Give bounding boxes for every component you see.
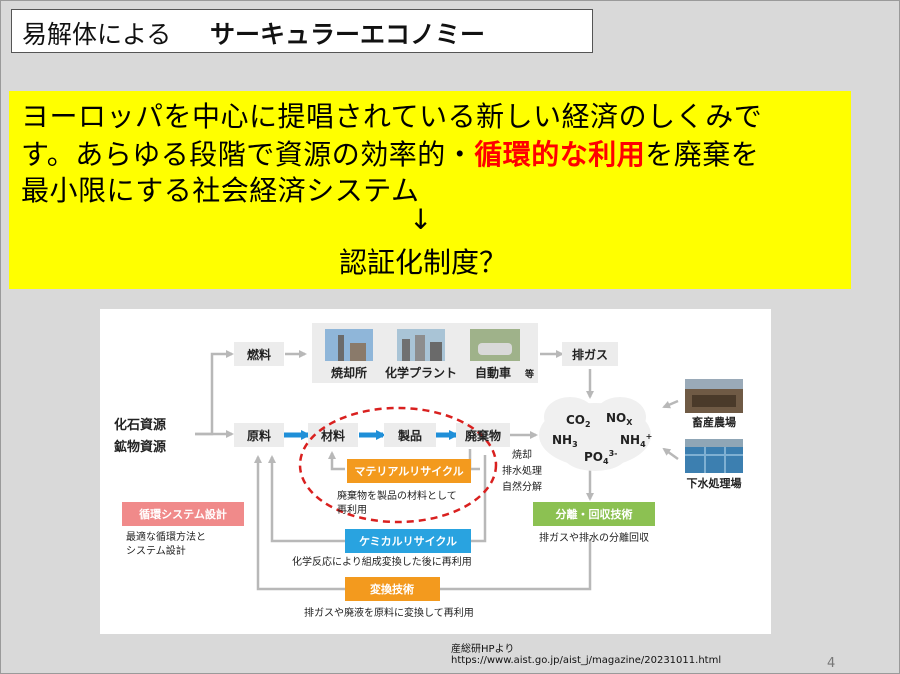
chemical-recycle-box (345, 529, 471, 553)
source-credit: 産総研HPより (451, 644, 515, 655)
slide-title: 易解体による サーキュラーエコノミー (11, 9, 593, 53)
highlight-box: ヨーロッパを中心に提唱されている新しい経済のしくみで す。あらゆる段階で資源の効… (9, 91, 851, 289)
certification-question: 認証化制度？ (339, 246, 508, 279)
conversion-box (345, 577, 440, 601)
material-recycle-box (347, 459, 471, 483)
separation-box (533, 502, 655, 526)
chemical-formulas: CO2 NOX NH3 NH4+ PO43- (552, 411, 652, 466)
formula-po4: PO43- (584, 449, 617, 466)
page-number: 4 (827, 656, 836, 671)
label-separation-desc: 排ガスや排水の分離回収 (539, 531, 649, 544)
label-car-suffix: 等 (524, 368, 534, 380)
formula-nh3: NH3 (552, 433, 578, 449)
sewage-plant-photo (685, 439, 743, 473)
label-cd-desc-1: 最適な循環方法と (126, 530, 206, 543)
label-chem-plant: 化学プラント (385, 365, 457, 380)
label-waste: 廃棄物 (465, 428, 501, 443)
label-separation: 分離・回収技術 (556, 507, 633, 521)
body-line-2-red: 循環的な利用 (474, 138, 646, 171)
body-line-3: 最小限にする社会経済システム (21, 174, 420, 207)
emission-cloud (539, 397, 651, 471)
label-mineral: 鉱物資源 (114, 439, 166, 455)
label-incinerator: 焼却所 (331, 365, 367, 380)
livestock-farm-photo (685, 379, 743, 413)
down-arrow-icon: ↓ (409, 203, 433, 236)
diagram-svg: 燃料 焼却所 化学プラント 自動車 等 排ガス 化石資源 鉱物資源 原料 材料 … (114, 323, 743, 619)
title-normal: 易解体による (22, 20, 172, 49)
label-cd-desc-2: システム設計 (126, 544, 186, 557)
body-line-1: ヨーロッパを中心に提唱されている新しい経済のしくみで (21, 100, 763, 133)
label-chemical-recycle: ケミカルリサイクル (359, 535, 457, 548)
label-raw: 原料 (247, 428, 271, 443)
label-cr-desc: 化学反応により組成変換した後に再利用 (292, 555, 472, 568)
source-url[interactable]: https://www.aist.go.jp/aist_j/magazine/2… (451, 655, 722, 666)
label-product: 製品 (397, 428, 422, 443)
formula-co2: CO2 (566, 413, 591, 429)
label-material-recycle: マテリアルリサイクル (354, 465, 463, 478)
label-natural: 自然分解 (502, 480, 542, 493)
title-bold: サーキュラーエコノミー (210, 20, 486, 49)
circular-economy-diagram: 燃料 焼却所 化学プラント 自動車 等 排ガス 化石資源 鉱物資源 原料 材料 … (100, 309, 771, 634)
label-effluent: 排水処理 (502, 464, 542, 477)
formula-nh4: NH4+ (620, 432, 652, 449)
label-fossil: 化石資源 (114, 417, 166, 433)
label-incineration: 焼却 (512, 449, 532, 461)
label-circ-design: 循環システム設計 (139, 507, 227, 521)
label-conversion: 変換技術 (370, 582, 414, 596)
label-fuel: 燃料 (247, 347, 271, 362)
label-exhaust: 排ガス (572, 347, 608, 362)
body-line-2: す。あらゆる段階で資源の効率的・循環的な利用を廃棄を (21, 133, 759, 173)
label-sewage: 下水処理場 (687, 476, 742, 490)
label-car: 自動車 (475, 365, 511, 380)
label-conv-desc: 排ガスや廃液を原料に変換して再利用 (304, 606, 474, 619)
body-line-2-b: を廃棄を (645, 138, 760, 171)
label-livestock: 畜産農場 (692, 415, 736, 429)
label-mr-desc-1: 廃棄物を製品の材料として (337, 489, 457, 502)
label-mr-desc-2: 再利用 (337, 504, 367, 516)
label-material: 材料 (320, 428, 345, 443)
body-line-2-a: す。あらゆる段階で資源の効率的・ (21, 138, 475, 171)
circ-design-box (122, 502, 244, 526)
formula-nox: NOX (606, 411, 633, 427)
material-recycle-highlight (298, 406, 498, 524)
